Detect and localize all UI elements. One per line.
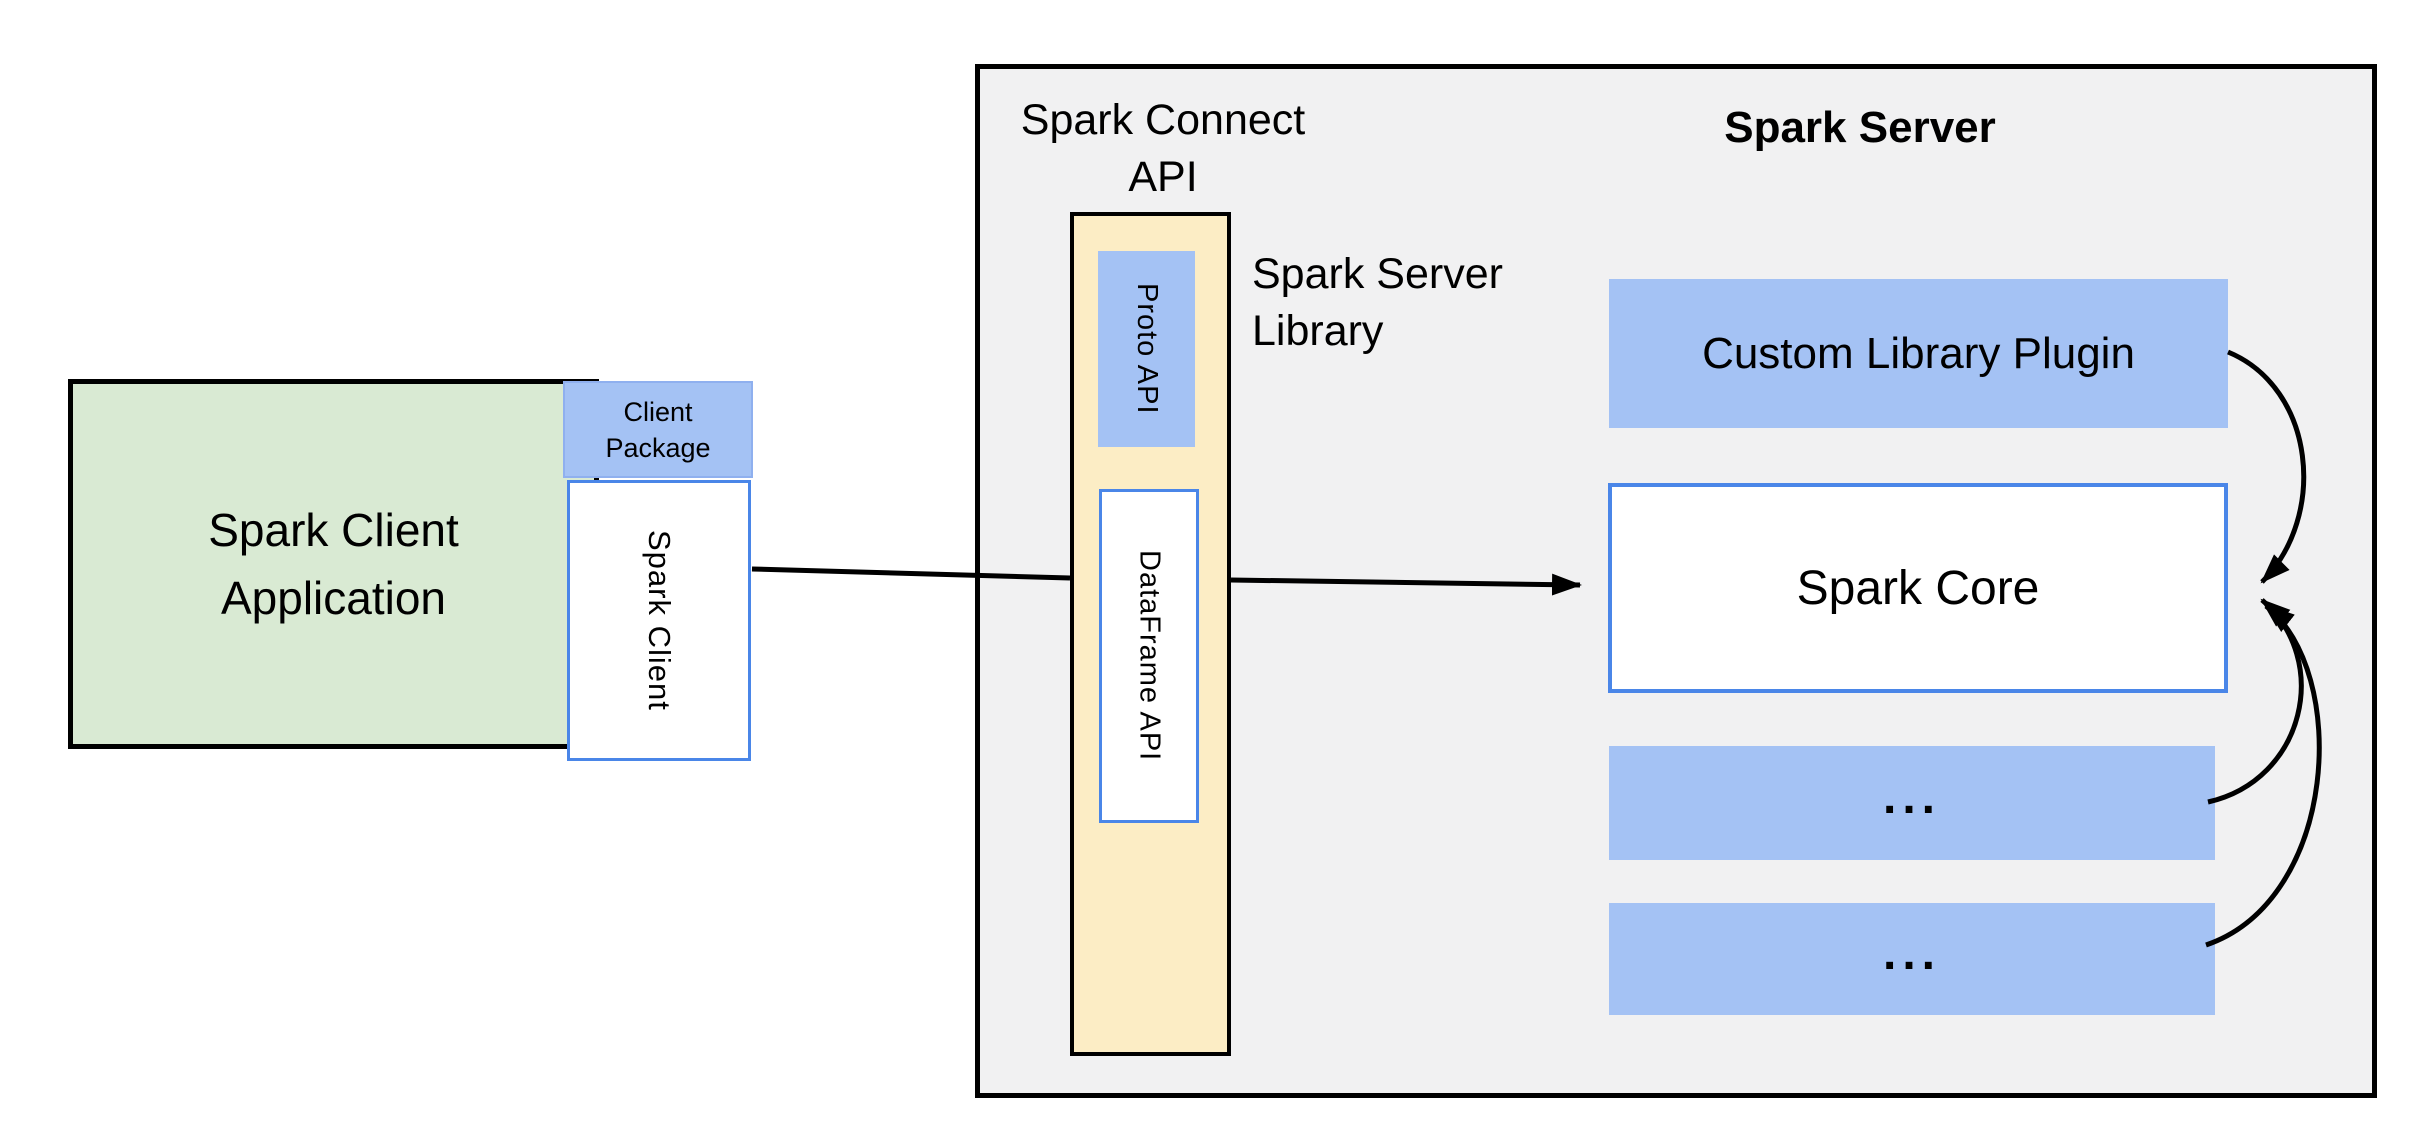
spark-connect-api-line2: API: [1128, 153, 1198, 201]
custom-library-plugin-label: Custom Library Plugin: [1702, 328, 2135, 378]
spark-server-title: Spark Server: [1724, 103, 1996, 152]
plugin-slot-2-label: ...: [1882, 926, 1941, 980]
plugin-slot-2-box: ...: [1609, 903, 2215, 1015]
proto-api-box: Proto API: [1098, 251, 1195, 447]
client-package-label: Client Package: [605, 394, 710, 466]
spark-client-label: Spark Client: [642, 530, 677, 711]
spark-server-library-label: Spark Server Library: [1252, 246, 1592, 360]
plugin-slot-1-box: ...: [1609, 746, 2215, 860]
spark-client-application-line2: Application: [220, 572, 447, 624]
spark-client-application-box: Spark Client Application: [68, 379, 599, 749]
spark-core-label: Spark Core: [1796, 561, 2040, 615]
spark-client-application-label: Spark Client Application: [208, 496, 459, 632]
custom-library-plugin-box: Custom Library Plugin: [1609, 279, 2228, 428]
spark-core-box: Spark Core: [1608, 483, 2228, 693]
spark-connect-api-line1: Spark Connect: [1020, 96, 1306, 144]
spark-server-library-line2: Library: [1252, 307, 1384, 355]
dataframe-api-label: DataFrame API: [1133, 550, 1166, 762]
client-package-box: Client Package: [563, 381, 753, 478]
client-package-line2: Package: [605, 432, 711, 463]
proto-api-label: Proto API: [1131, 283, 1163, 415]
spark-client-application-line1: Spark Client: [208, 504, 459, 556]
spark-server-library-line1: Spark Server: [1252, 250, 1503, 298]
client-package-line1: Client: [623, 396, 693, 427]
plugin-slot-1-label: ...: [1882, 770, 1941, 824]
spark-client-box: Spark Client: [567, 480, 751, 761]
dataframe-api-box: DataFrame API: [1099, 489, 1199, 823]
spark-connect-api-label: Spark Connect API: [1013, 92, 1313, 206]
